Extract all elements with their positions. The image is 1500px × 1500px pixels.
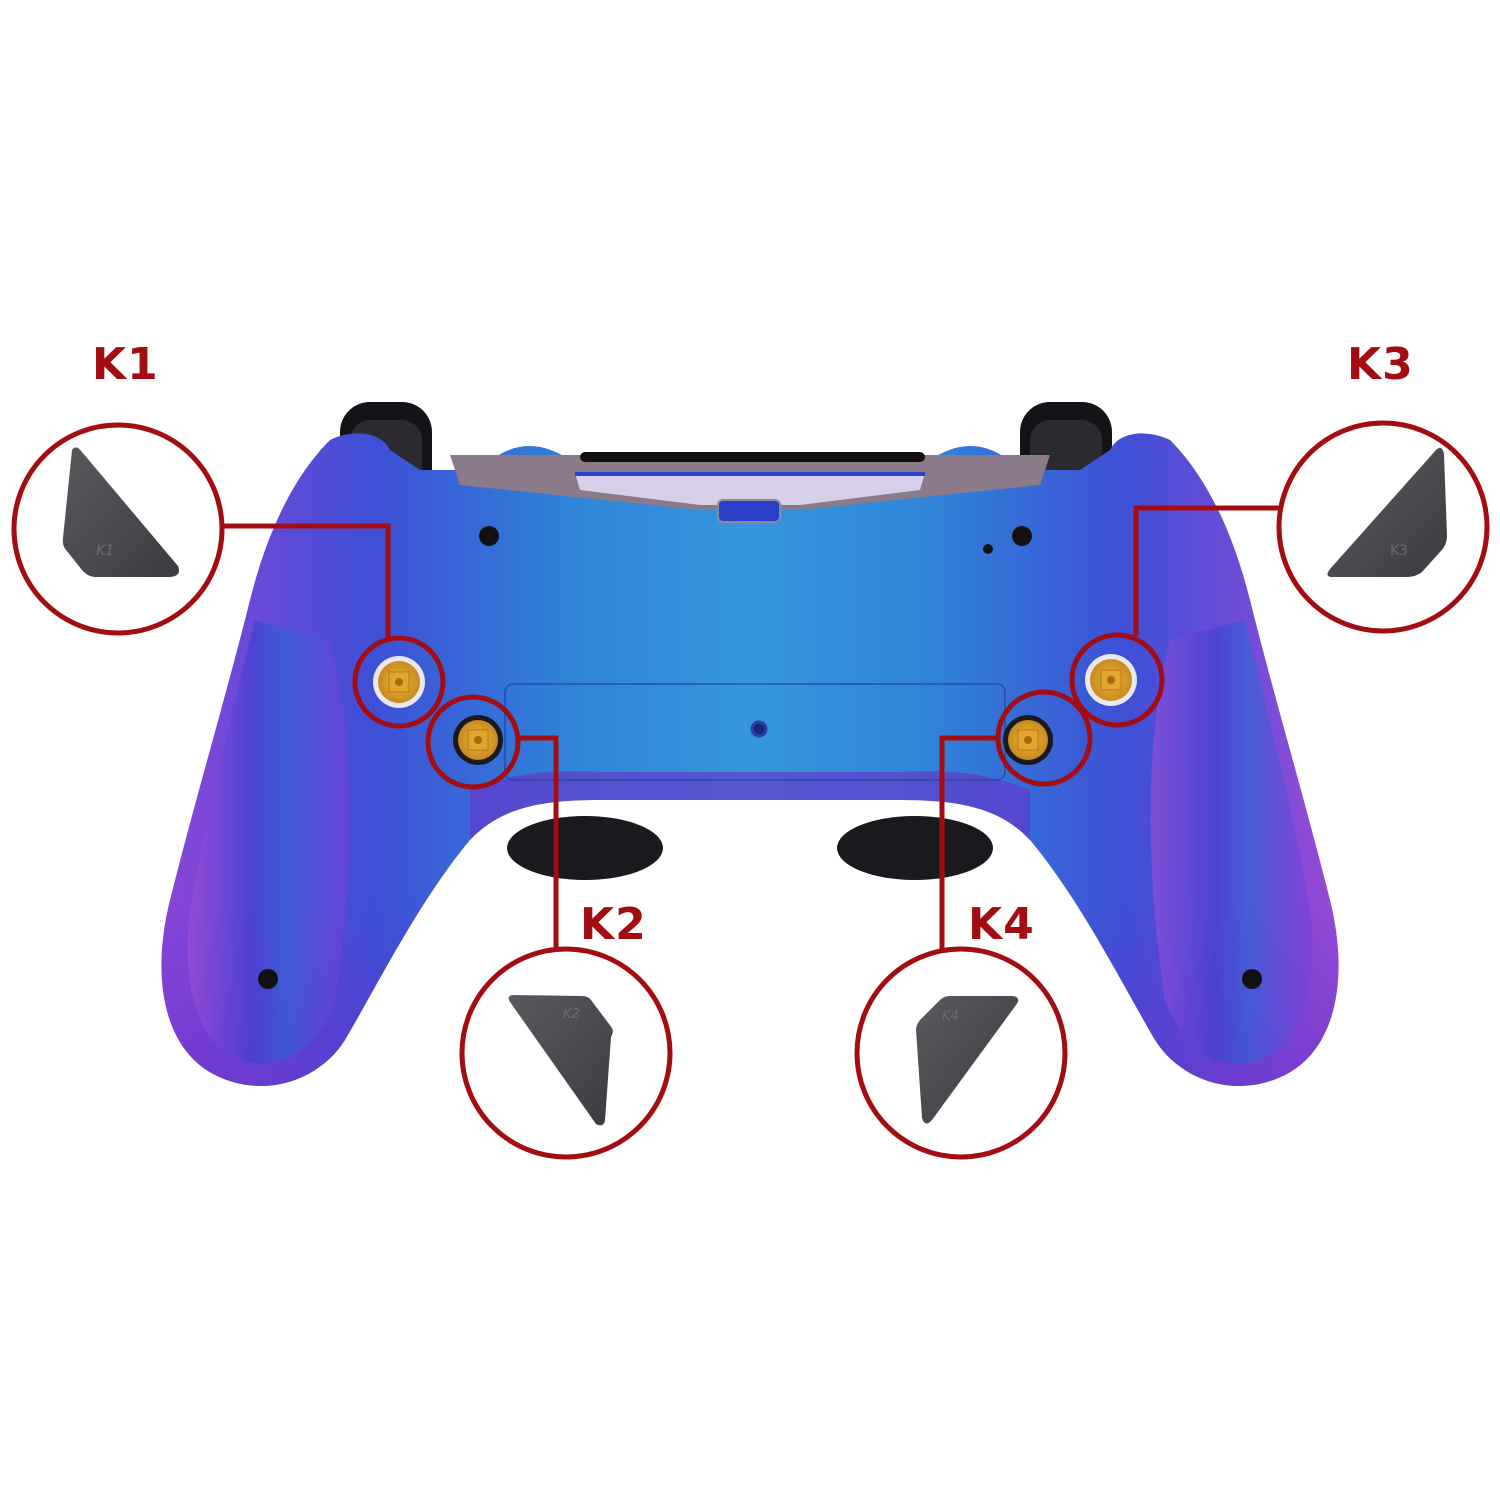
back-button-K2 — [425, 694, 521, 790]
controller-shell — [161, 433, 1339, 1087]
paddle-text-K3: K3 — [1390, 543, 1408, 559]
callout-K1: K1 — [11, 422, 225, 636]
callout-K2: K2 — [459, 946, 673, 1160]
callout-K3: K3 — [1276, 420, 1490, 634]
callout-label-K1: K1 — [92, 339, 159, 390]
thumbsticks — [507, 816, 993, 880]
paddle-text-K1: K1 — [96, 543, 114, 559]
back-button-K3 — [1069, 632, 1165, 728]
callout-label-K2: K2 — [580, 899, 647, 950]
screws — [258, 526, 1262, 989]
paddle-text-K2: K2 — [563, 1007, 580, 1022]
light-bar — [450, 452, 1050, 523]
back-button-K1 — [352, 635, 446, 729]
paddle-text-K4: K4 — [942, 1009, 959, 1024]
callout-lines — [224, 505, 1282, 950]
callout-label-K4: K4 — [968, 899, 1035, 950]
callout-label-K3: K3 — [1347, 339, 1414, 390]
callout-K4: K4 — [854, 946, 1068, 1160]
back-button-K4 — [995, 689, 1093, 787]
